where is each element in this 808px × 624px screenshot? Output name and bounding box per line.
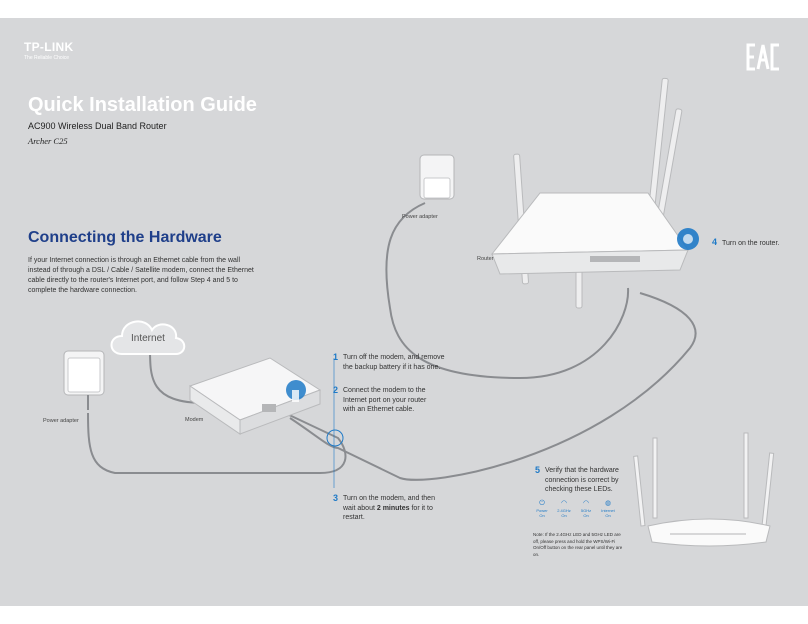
power-adapter-top-label: Power adapter xyxy=(402,214,438,220)
tp-link-logo: TP-LINK The Reliable Choice xyxy=(24,40,73,61)
step-1-text: Turn off the modem, and remove the backu… xyxy=(343,354,445,371)
router-icon xyxy=(490,77,689,309)
section-intro: If your Internet connection is through a… xyxy=(28,257,254,294)
router-label: Router xyxy=(477,256,494,262)
led-5ghz-name: 5GHz xyxy=(580,508,592,513)
guide-page: TP-LINK The Reliable Choice Quick Instal… xyxy=(0,18,808,606)
led-2-4ghz: ◠ 2.4GHz On xyxy=(555,500,573,518)
modem-icon xyxy=(188,357,322,435)
step-3-number: 3 xyxy=(333,493,339,503)
step-3-emphasis: 2 minutes xyxy=(376,504,410,512)
step-3-text-after: for it to restart. xyxy=(343,504,433,522)
led-5ghz-state: On xyxy=(583,513,589,518)
led-internet-name: Internet xyxy=(601,508,615,513)
led-power-name: Power xyxy=(536,508,548,513)
hardware-illustration xyxy=(63,77,775,547)
step-3-text: Turn on the modem, and then wait about 2… xyxy=(343,494,437,523)
power-adapter-top-icon xyxy=(419,154,455,200)
power-adapter-left-label: Power adapter xyxy=(43,418,79,424)
internet-label: Internet xyxy=(131,333,165,344)
wifi-icon: ◠ xyxy=(582,500,590,507)
led-note: Note: If the 2.4GHz LED and 5GHz LED are… xyxy=(533,532,623,557)
power-adapter-left-icon xyxy=(63,350,105,410)
led-power: ⏻ Power On xyxy=(533,500,551,518)
router-power-cable xyxy=(385,202,630,380)
led-power-state: On xyxy=(539,513,545,518)
step-2-number: 2 xyxy=(333,385,339,395)
guide-subtitle: AC900 Wireless Dual Band Router xyxy=(28,121,167,131)
power-icon: ⏻ xyxy=(539,500,545,507)
brand-tagline: The Reliable Choice xyxy=(24,55,70,61)
cable-detail-circle xyxy=(326,429,344,447)
ethernet-cable xyxy=(289,292,697,481)
wifi-icon: ◠ xyxy=(560,500,568,507)
internet-cloud-icon xyxy=(110,320,186,355)
led-5ghz: ◠ 5GHz On xyxy=(577,500,595,518)
step-5-text: Verify that the hardware connection is c… xyxy=(545,467,619,493)
router-front-icon xyxy=(633,432,775,547)
internet-cable xyxy=(149,347,206,404)
led-2-4ghz-state: On xyxy=(561,513,567,518)
step-4-text: Turn on the router. xyxy=(722,240,780,247)
model-name: Archer C25 xyxy=(28,136,68,146)
section-title: Connecting the Hardware xyxy=(28,229,222,246)
led-internet-state: On xyxy=(605,513,611,518)
step-4-number: 4 xyxy=(712,237,718,247)
led-2-4ghz-name: 2.4GHz xyxy=(557,508,571,513)
brand-name: TP-LINK xyxy=(24,40,74,54)
eac-certification-mark xyxy=(746,43,779,71)
step-2-text: Connect the modem to the Internet port o… xyxy=(343,387,427,413)
step-3-text-before: Turn on the modem, and then wait about xyxy=(343,495,435,512)
globe-icon: ◍ xyxy=(604,500,612,507)
step-5-number: 5 xyxy=(535,465,541,475)
guide-title: Quick Installation Guide xyxy=(28,94,257,116)
modem-label: Modem xyxy=(185,417,204,423)
modem-power-cable xyxy=(87,412,347,474)
step-1-number: 1 xyxy=(333,352,339,362)
led-internet: ◍ Internet On xyxy=(599,500,617,518)
